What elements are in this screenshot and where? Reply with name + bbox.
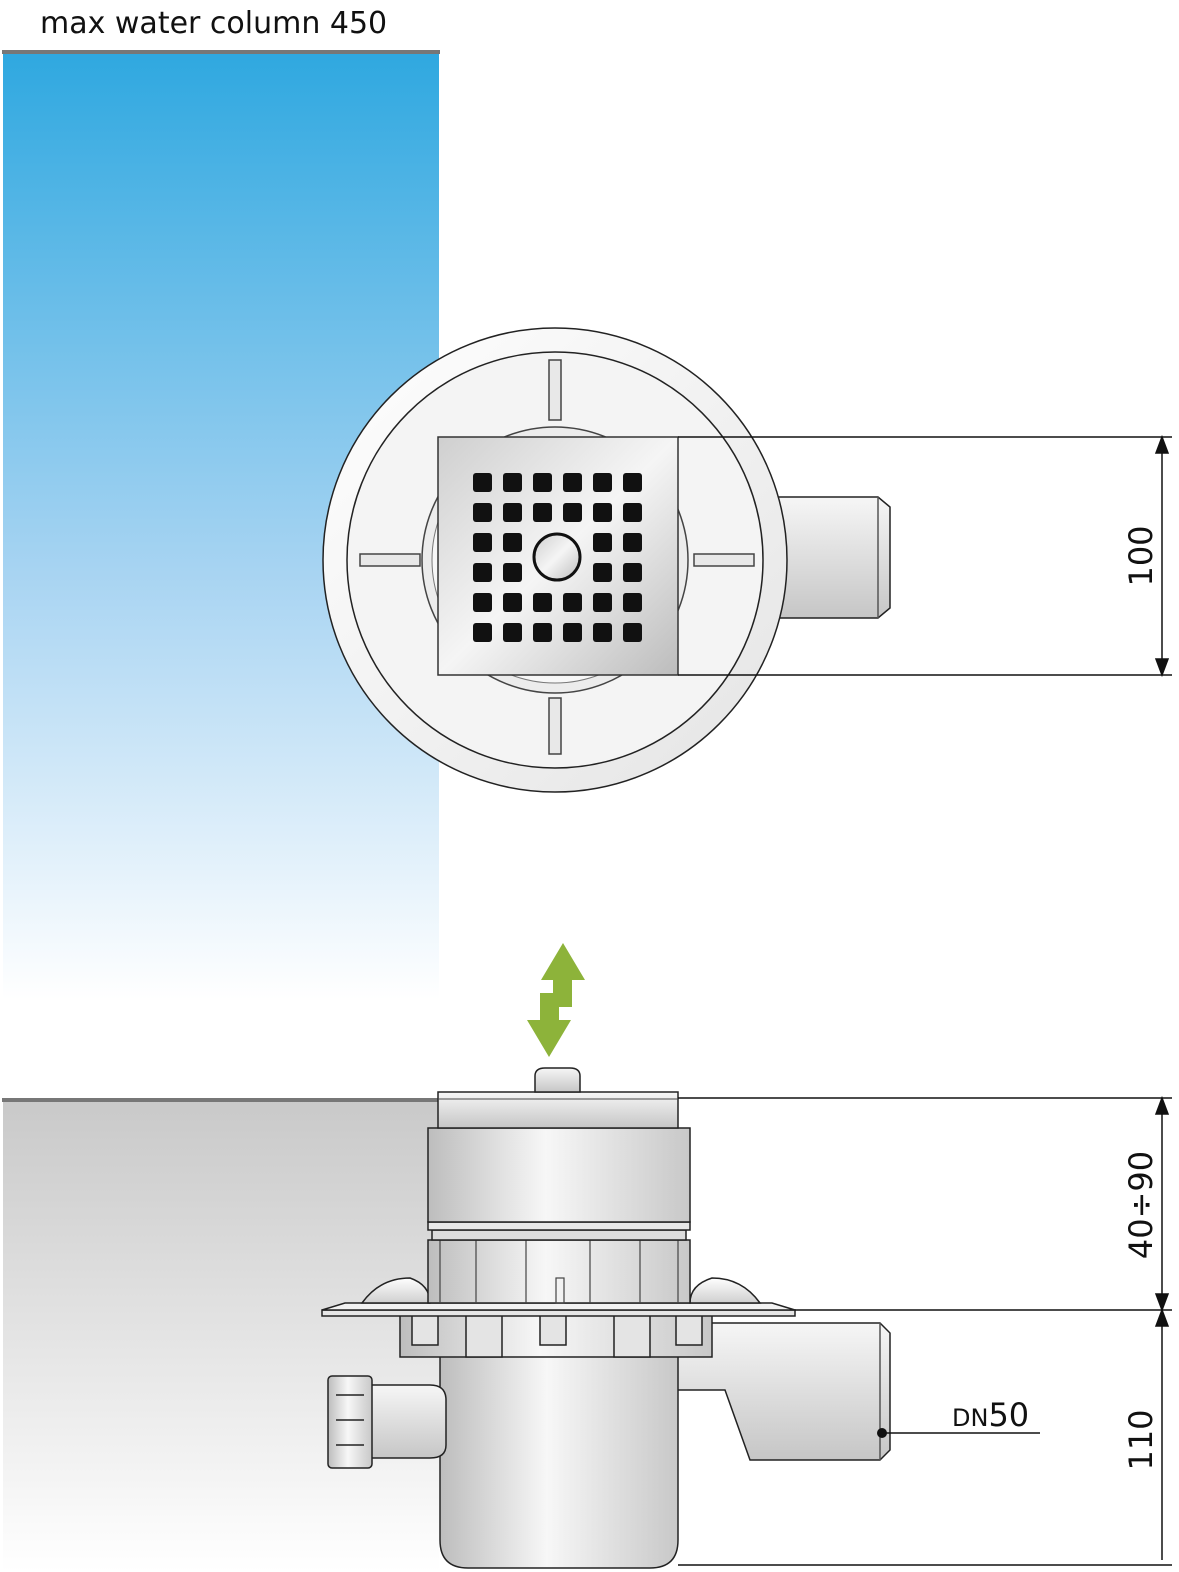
body-height-label: 110 [1122, 1409, 1160, 1470]
side-view [321, 1067, 891, 1569]
dimension-height [678, 1095, 1172, 1566]
top-knob [534, 1067, 581, 1093]
grate-width-label: 100 [1122, 525, 1160, 586]
top-plate [437, 1091, 679, 1129]
side-inlet [369, 1384, 447, 1459]
dimension-grate-width [678, 434, 1172, 678]
flange-ribs [359, 359, 755, 755]
side-flange [321, 1309, 796, 1317]
double-vertical-arrow-icon [527, 943, 585, 1057]
grate-holes [473, 473, 642, 642]
outlet-size-label: DN50 [952, 1396, 1029, 1434]
inlet-nut [327, 1375, 373, 1469]
outlet-prefix: DN [952, 1404, 988, 1432]
water-column-label: max water column 450 [40, 6, 387, 41]
grate-center-screw [532, 532, 582, 582]
upper-cylinder [427, 1127, 691, 1223]
top-view-outlet [774, 496, 891, 619]
drain-body [439, 1344, 679, 1569]
outlet-size: 50 [988, 1396, 1029, 1434]
flange-dome-right [689, 1277, 762, 1304]
outlet-leader [877, 1428, 1040, 1438]
height-range-label: 40÷90 [1122, 1151, 1160, 1259]
top-view [322, 327, 891, 793]
floor-area [3, 1100, 439, 1572]
